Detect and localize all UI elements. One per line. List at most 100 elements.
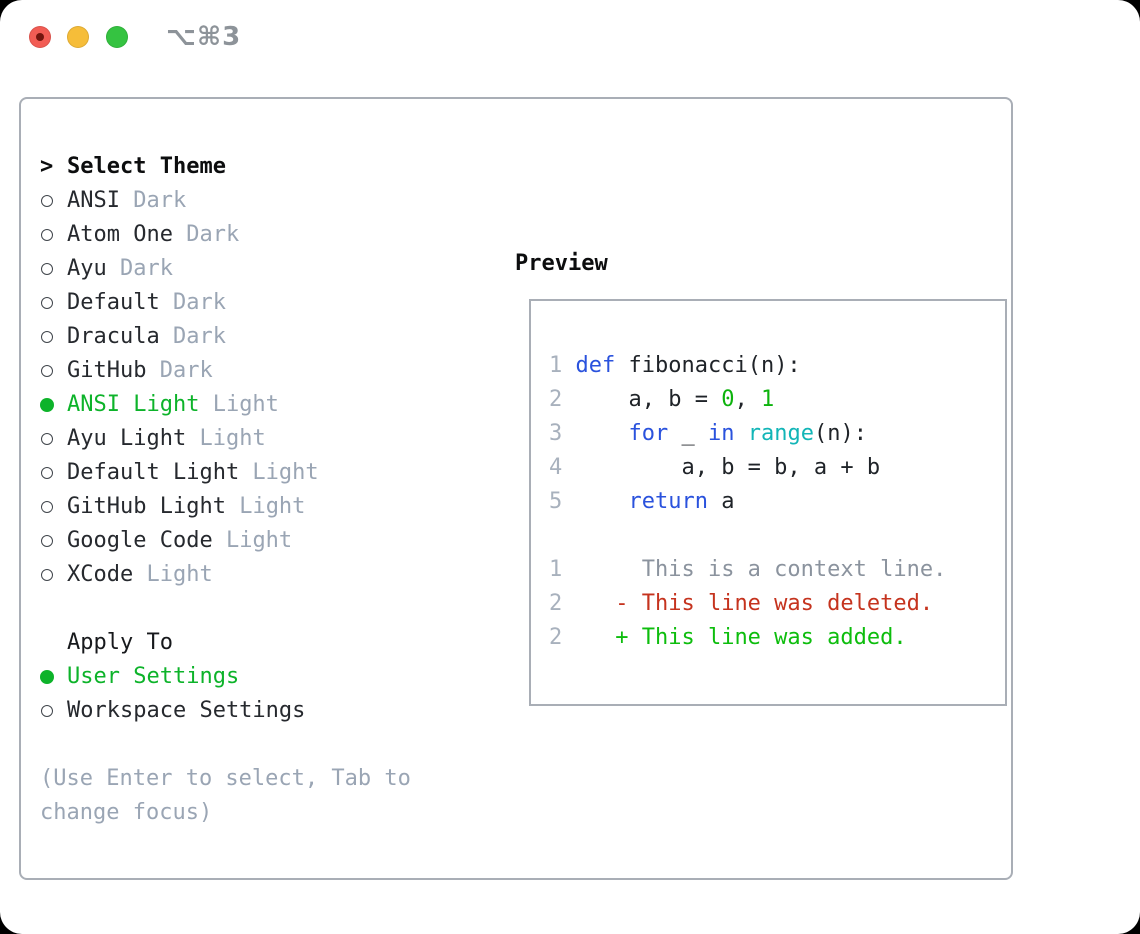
hint-line-1: (Use Enter to select, Tab to: [40, 766, 411, 791]
code-segment: return: [628, 489, 708, 514]
code-segment: _: [668, 421, 708, 446]
radio-unselected-icon: [41, 467, 53, 479]
diff-line-del: 2 - This line was deleted.: [549, 587, 946, 621]
theme-option-google-code[interactable]: Google Code Light: [40, 524, 411, 558]
code-segment: in: [707, 421, 735, 446]
theme-option-atom-one[interactable]: Atom One Dark: [40, 218, 411, 252]
spacer: [40, 592, 411, 626]
option-label: Ayu: [67, 256, 107, 281]
line-number: 2: [549, 591, 576, 616]
variant-label: Dark: [159, 324, 226, 349]
select-theme-title: Select Theme: [67, 154, 226, 179]
code-segment: [576, 421, 629, 446]
option-label: Google Code: [67, 528, 213, 553]
spacer: [40, 728, 411, 762]
theme-option-ansi[interactable]: ANSI Dark: [40, 184, 411, 218]
radio-unselected-icon: [41, 433, 53, 445]
line-number: 1: [549, 353, 576, 378]
variant-label: Light: [199, 392, 279, 417]
radio-unselected-icon: [41, 705, 53, 717]
radio-unselected-icon: [41, 501, 53, 513]
code-segment: fibonacci(n):: [615, 353, 801, 378]
close-dot-icon: [36, 33, 44, 41]
code-segment: a, b =: [575, 387, 722, 412]
variant-label: Dark: [106, 256, 173, 281]
radio-unselected-icon: [41, 297, 53, 309]
code-segment: range: [747, 421, 814, 446]
option-label: GitHub Light: [67, 494, 226, 519]
theme-option-default[interactable]: Default Dark: [40, 286, 411, 320]
variant-label: Light: [225, 494, 306, 519]
line-number: 2: [549, 387, 576, 412]
diff-line-add: 2 + This line was added.: [549, 621, 946, 655]
theme-option-ayu[interactable]: Ayu Dark: [40, 252, 411, 286]
radio-unselected-icon: [41, 263, 53, 275]
line-number: 2: [549, 625, 576, 650]
code-segment: for: [628, 421, 669, 446]
theme-option-ayu-light[interactable]: Ayu Light Light: [40, 422, 411, 456]
code-segment: 1: [760, 387, 775, 412]
prompt-icon: >: [40, 154, 54, 179]
code-line-1: 1 def fibonacci(n):: [549, 349, 946, 383]
radio-unselected-icon: [41, 195, 53, 207]
diff-line-ctx: 1 This is a context line.: [549, 553, 946, 587]
apply-option-workspace-settings[interactable]: Workspace Settings: [40, 694, 411, 728]
hint-line-2: change focus): [40, 800, 213, 825]
code-segment: [576, 489, 629, 514]
line-number: 1: [549, 557, 576, 582]
radio-unselected-icon: [41, 229, 53, 241]
zoom-button[interactable]: [106, 26, 128, 48]
theme-option-default-light[interactable]: Default Light Light: [40, 456, 411, 490]
code-line-2: 2 a, b = 0, 1: [549, 383, 946, 417]
line-number: 3: [549, 421, 576, 446]
minimize-button[interactable]: [67, 26, 89, 48]
radio-unselected-icon: [41, 535, 53, 547]
option-label: Ayu Light: [67, 426, 187, 451]
variant-label: Light: [239, 460, 319, 485]
code-segment: 0: [721, 387, 735, 412]
theme-option-dracula[interactable]: Dracula Dark: [40, 320, 411, 354]
variant-label: Light: [212, 528, 293, 553]
code-line-5: 5 return a: [549, 485, 946, 519]
option-label: User Settings: [67, 664, 240, 689]
variant-label: Light: [133, 562, 213, 587]
theme-option-github-light[interactable]: GitHub Light Light: [40, 490, 411, 524]
line-number: 5: [549, 489, 576, 514]
radio-unselected-icon: [41, 331, 53, 343]
apply-option-user-settings[interactable]: User Settings: [40, 660, 411, 694]
option-label: ANSI Light: [67, 392, 200, 417]
theme-option-xcode[interactable]: XCode Light: [40, 558, 411, 592]
theme-option-github[interactable]: GitHub Dark: [40, 354, 411, 388]
option-label: Default Light: [67, 460, 240, 485]
variant-label: Dark: [146, 358, 213, 383]
code-segment: (n):: [813, 421, 867, 446]
apply-to-title: Apply To: [67, 630, 173, 655]
variant-label: Dark: [172, 222, 240, 247]
variant-label: Dark: [119, 188, 187, 213]
code-segment: [734, 421, 747, 446]
preview-title: Preview: [515, 251, 608, 276]
code-segment: ,: [734, 387, 761, 412]
option-label: GitHub: [67, 358, 147, 383]
radio-selected-icon: [40, 670, 54, 684]
close-button[interactable]: [29, 26, 51, 48]
option-label: Dracula: [67, 324, 160, 349]
code-line-4: 4 a, b = b, a + b: [549, 451, 946, 485]
option-label: Atom One: [67, 222, 173, 247]
line-number: 4: [549, 455, 576, 480]
code-line-3: 3 for _ in range(n):: [549, 417, 946, 451]
select-theme-header: > Select Theme: [40, 150, 411, 184]
diff-text: This is a context line.: [575, 557, 947, 582]
code-segment: def: [575, 353, 616, 378]
option-label: XCode: [67, 562, 134, 587]
radio-unselected-icon: [41, 365, 53, 377]
theme-option-ansi-light[interactable]: ANSI Light Light: [40, 388, 411, 422]
keyboard-shortcut-label: ⌥⌘3: [166, 22, 242, 52]
